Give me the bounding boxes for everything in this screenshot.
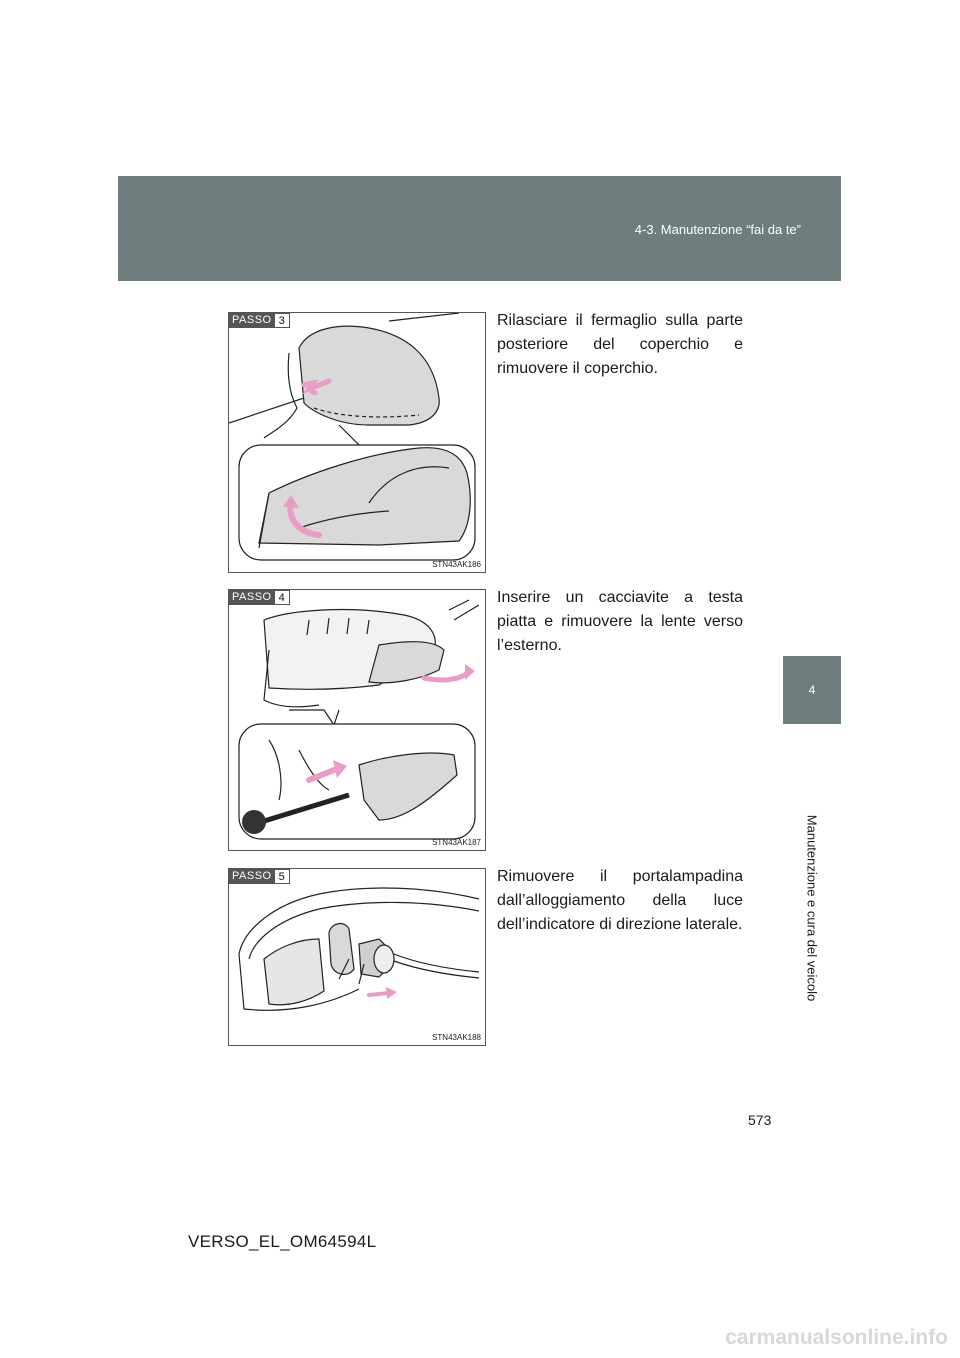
step-badge-number: 3 xyxy=(274,313,290,328)
step-badge-number: 5 xyxy=(274,869,290,884)
bulb-socket-drawing xyxy=(238,887,480,1011)
step-badge-label: PASSO xyxy=(229,313,275,328)
chapter-tab: 4 xyxy=(783,656,841,724)
step-4-text: Inserire un cacciavite a testa piatta e … xyxy=(497,589,743,654)
chapter-number: 4 xyxy=(808,683,816,697)
step-3-image-code: STN43AK186 xyxy=(432,560,481,569)
step-3-badge: PASSO 3 xyxy=(229,313,290,328)
step-4-badge: PASSO 4 xyxy=(229,590,290,605)
page-number: 573 xyxy=(748,1112,772,1128)
step-5-text: Rimuovere il portalampadina dall’alloggi… xyxy=(497,868,743,933)
step-4-illustration: PASSO 4 STN43AK187 xyxy=(228,589,486,851)
chapter-label: Manutenzione e cura del veicolo xyxy=(804,814,820,1002)
step-5-illustration: PASSO 5 STN43AK188 xyxy=(228,868,486,1046)
step-badge-label: PASSO xyxy=(229,590,275,605)
step-3-text: Rilasciare il fermaglio sulla parte post… xyxy=(497,312,743,377)
document-code: VERSO_EL_OM64594L xyxy=(188,1232,377,1251)
lens-removal-drawing xyxy=(238,599,480,840)
step-5-badge: PASSO 5 xyxy=(229,869,290,884)
step-3-illustration: PASSO 3 STN43AK186 xyxy=(228,312,486,573)
section-title: 4-3. Manutenzione “fai da te” xyxy=(634,222,801,237)
step-5-image-code: STN43AK188 xyxy=(432,1033,481,1042)
header-band: 4-3. Manutenzione “fai da te” xyxy=(118,176,841,281)
watermark: carmanualsonline.info xyxy=(725,1326,948,1349)
step-badge-number: 4 xyxy=(274,590,290,605)
mirror-cover-drawing xyxy=(229,313,476,561)
step-4-image-code: STN43AK187 xyxy=(432,838,481,847)
step-badge-label: PASSO xyxy=(229,869,275,884)
